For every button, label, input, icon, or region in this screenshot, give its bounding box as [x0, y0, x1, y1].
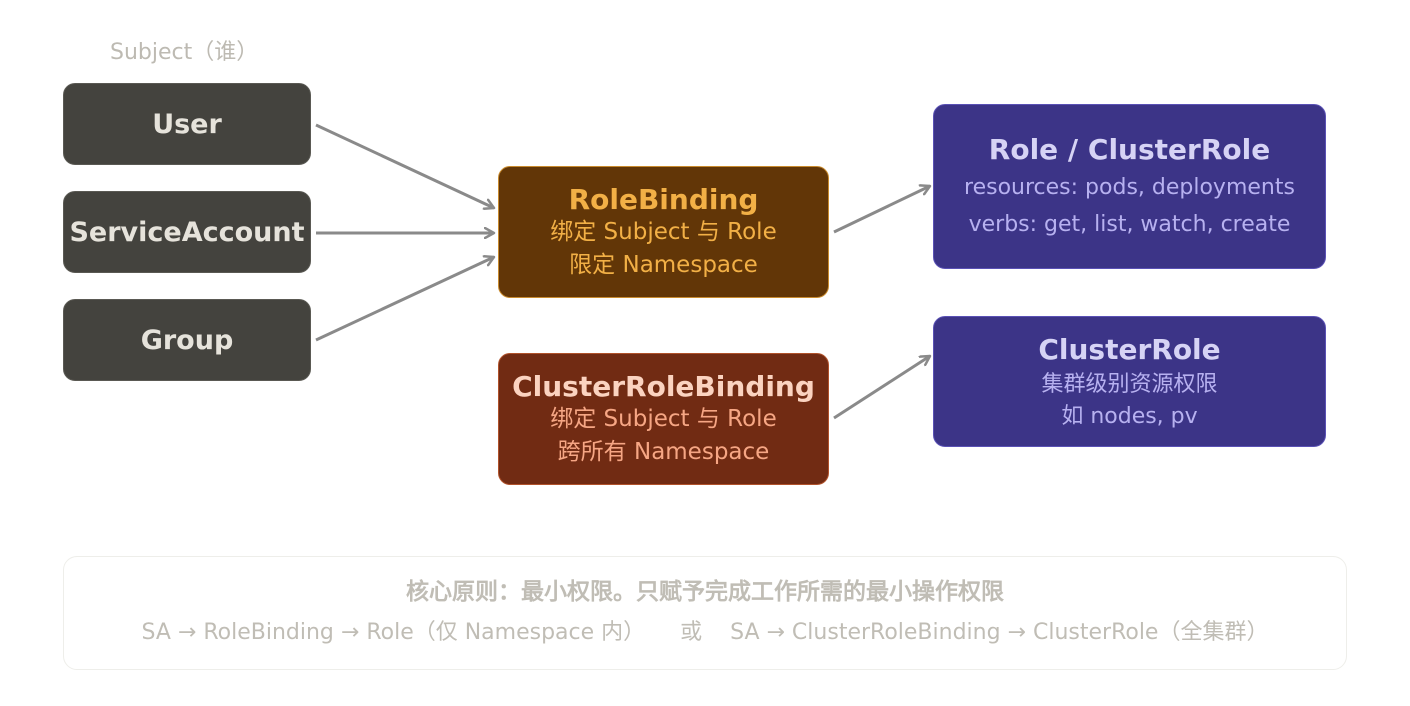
rolebinding-title: RoleBinding	[568, 182, 759, 216]
rolebinding-desc-2: 限定 Namespace	[569, 251, 758, 278]
subject-user: User	[63, 83, 311, 165]
clusterrole-desc-2: 如 nodes, pv	[1061, 403, 1198, 429]
arrow-user-to-rolebinding	[315, 123, 494, 208]
clusterrole-desc-1: 集群级别资源权限	[1041, 371, 1218, 397]
subject-group-label: Group	[140, 324, 234, 356]
clusterrolebinding-title: ClusterRoleBinding	[512, 369, 815, 403]
rolebinding-box: RoleBinding 绑定 Subject 与 Role 限定 Namespa…	[498, 166, 829, 298]
role-resources: resources: pods, deployments	[964, 174, 1295, 200]
arrow-group-to-rolebinding	[315, 257, 494, 342]
clusterrolebinding-desc-2: 跨所有 Namespace	[557, 438, 770, 465]
role-title: Role / ClusterRole	[988, 132, 1271, 166]
role-box: Role / ClusterRole resources: pods, depl…	[933, 104, 1326, 269]
subject-user-label: User	[152, 108, 222, 140]
subject-group: Group	[63, 299, 311, 381]
arrow-rolebinding-to-role	[833, 186, 930, 234]
subject-serviceaccount-label: ServiceAccount	[69, 216, 305, 248]
principle-text: 核心原则：最小权限。只赋予完成工作所需的最小操作权限	[406, 579, 1004, 605]
subject-caption: Subject（谁）	[110, 40, 259, 65]
rolebinding-desc-1: 绑定 Subject 与 Role	[550, 218, 777, 245]
clusterrole-box: ClusterRole 集群级别资源权限 如 nodes, pv	[933, 316, 1326, 447]
clusterrolebinding-desc-1: 绑定 Subject 与 Role	[550, 405, 777, 432]
principle-note: 核心原则：最小权限。只赋予完成工作所需的最小操作权限 SA → RoleBind…	[63, 556, 1347, 670]
subject-serviceaccount: ServiceAccount	[63, 191, 311, 273]
principle-flow: SA → RoleBinding → Role（仅 Namespace 内） 或…	[141, 620, 1269, 645]
clusterrolebinding-box: ClusterRoleBinding 绑定 Subject 与 Role 跨所有…	[498, 353, 829, 485]
arrow-clusterrolebinding-to-clusterrole	[833, 354, 930, 420]
clusterrole-title: ClusterRole	[1038, 332, 1221, 366]
role-verbs: verbs: get, list, watch, create	[968, 211, 1291, 237]
